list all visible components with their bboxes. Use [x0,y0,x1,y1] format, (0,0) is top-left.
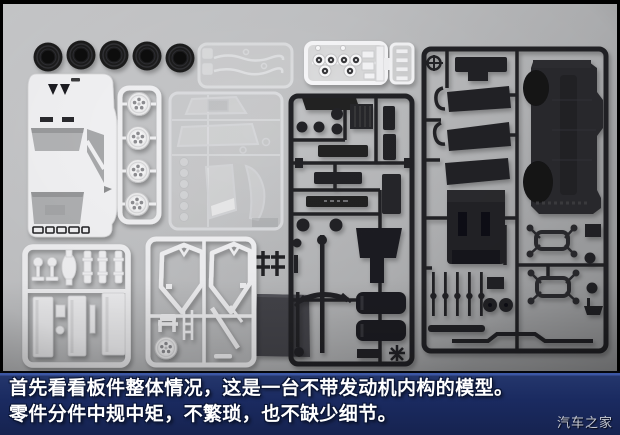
watermark-autohome: 汽车之家 [556,415,613,430]
photo-scene [3,4,617,371]
bottom-shading [3,280,617,371]
caption-line-1: 首先看看板件整体情况，这是一台不带发动机内构的模型。 [9,378,514,399]
kit-parts-photo [3,4,617,371]
caption-line-2: 零件分件中规中矩，不繁琐，也不缺少细节。 [9,404,398,425]
caption-bar: 首先看看板件整体情况，这是一台不带发动机内构的模型。 零件分件中规中矩，不繁琐，… [0,371,620,435]
